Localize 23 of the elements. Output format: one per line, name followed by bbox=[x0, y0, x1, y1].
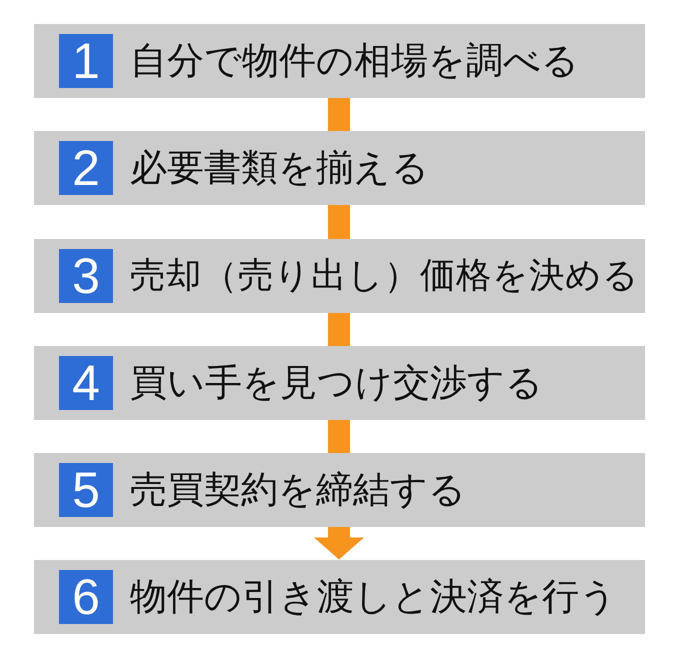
step-label: 売買契約を締結する bbox=[130, 468, 466, 512]
arrow bbox=[314, 527, 364, 560]
connector-line bbox=[328, 313, 350, 346]
step-label: 買い手を見つけ交渉する bbox=[130, 361, 543, 405]
step-label: 必要書類を揃える bbox=[130, 146, 429, 190]
step-label: 自分で物件の相場を調べる bbox=[130, 39, 579, 83]
connector-line bbox=[328, 205, 350, 239]
step-number-box: 6 bbox=[59, 570, 113, 624]
step-bar bbox=[34, 560, 645, 634]
step-number-box: 1 bbox=[59, 34, 113, 88]
step-number-box: 4 bbox=[59, 356, 113, 410]
step-bar bbox=[34, 131, 645, 205]
step-number-box: 3 bbox=[59, 249, 113, 303]
step-label: 物件の引き渡しと決済を行う bbox=[130, 575, 617, 619]
step-label: 売却（売り出し）価格を決める bbox=[130, 254, 639, 298]
step-bar bbox=[34, 239, 645, 313]
connector-line bbox=[328, 420, 350, 453]
step-bar bbox=[34, 453, 645, 527]
step-number-box: 5 bbox=[59, 463, 113, 517]
step-number-box: 2 bbox=[59, 141, 113, 195]
step-bar bbox=[34, 346, 645, 420]
step-bar bbox=[34, 24, 645, 98]
connector-line bbox=[328, 98, 350, 131]
